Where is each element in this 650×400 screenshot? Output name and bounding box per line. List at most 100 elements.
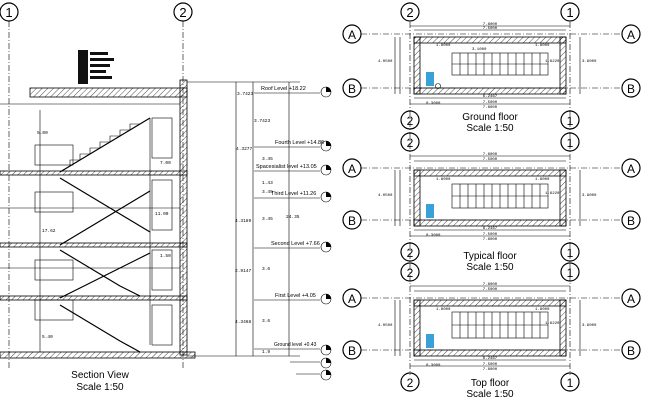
- svg-text:A: A: [627, 162, 635, 176]
- plan-bubble-A-right-2: A: [621, 158, 641, 178]
- section-scale: Scale 1:50: [76, 382, 124, 393]
- svg-text:1.6220: 1.6220: [545, 192, 560, 196]
- svg-text:1.9: 1.9: [262, 349, 270, 355]
- svg-text:24.35: 24.35: [286, 214, 300, 220]
- svg-text:B: B: [627, 344, 635, 358]
- svg-text:7.5000: 7.5000: [483, 158, 498, 162]
- svg-text:1: 1: [566, 5, 573, 20]
- svg-text:7.5000: 7.5000: [483, 233, 498, 237]
- level-ground: Ground level +0.43: [254, 342, 332, 381]
- plan-grid-bubble-top-right: 1: [560, 2, 580, 22]
- plan-bubble-A-right-1: A: [621, 24, 641, 44]
- svg-text:5.00: 5.00: [37, 130, 48, 136]
- plan-bubble-2-top-2: 2: [400, 132, 420, 152]
- svg-text:1: 1: [567, 376, 574, 390]
- plan-bubble-A-left-3: A: [342, 288, 362, 308]
- svg-text:1.8000: 1.8000: [535, 178, 550, 182]
- plan-bubble-1-bottom-2: 1: [560, 242, 580, 262]
- svg-text:3.9000: 3.9000: [582, 194, 597, 198]
- level-markers: Roof Level +18.22 Fourth Level +14.86 Sp…: [254, 86, 332, 381]
- plan-bubble-A-left-1: A: [342, 24, 362, 44]
- svg-text:1: 1: [567, 246, 574, 260]
- svg-text:7.5000: 7.5000: [483, 363, 498, 367]
- plan-bubble-A-left-2: A: [342, 158, 362, 178]
- section-dimension-chain: 3.7423 3.7423 4.3277 3.45 1.43 3.45 4.31…: [187, 81, 300, 357]
- svg-text:4.0500: 4.0500: [378, 194, 393, 198]
- section-openings: [34, 117, 173, 346]
- svg-text:7.5000: 7.5000: [483, 288, 498, 292]
- plan-typical-floor: 2 1 A A B B 7.8000 7.5000 1.800: [342, 132, 641, 273]
- plan-bubble-2-bottom-2: 2: [400, 242, 420, 262]
- svg-text:2.9147: 2.9147: [235, 268, 252, 274]
- svg-text:1.8000: 1.8000: [535, 308, 550, 312]
- svg-text:4.3189: 4.3189: [235, 218, 252, 224]
- svg-text:A: A: [627, 28, 635, 42]
- svg-text:3.7423: 3.7423: [237, 91, 254, 97]
- plan-title-typical: Typical floor: [463, 251, 517, 262]
- plan-title-top: Top floor: [471, 378, 510, 389]
- svg-text:3.45: 3.45: [262, 156, 273, 162]
- plan-elevator-marker-2: [426, 204, 434, 218]
- svg-text:B: B: [348, 82, 356, 96]
- plan-bubble-1-bottom-1: 1: [560, 110, 580, 130]
- svg-text:3.9000: 3.9000: [582, 60, 597, 64]
- svg-text:4.0500: 4.0500: [378, 324, 393, 328]
- svg-text:3.9000: 3.9000: [582, 324, 597, 328]
- svg-text:Spacesialist level +13.05: Spacesialist level +13.05: [256, 164, 317, 170]
- svg-text:Second Level +7.66: Second Level +7.66: [271, 241, 320, 247]
- svg-text:1.50: 1.50: [160, 253, 171, 259]
- level-third: Third Level +11.26: [254, 191, 332, 203]
- section-ground-slab: [0, 351, 196, 359]
- svg-text:Fourth Level +14.86: Fourth Level +14.86: [275, 140, 324, 146]
- svg-text:B: B: [627, 214, 635, 228]
- section-notes: 5.00 11.00 17.62 7.00 1.50 5.40: [37, 130, 171, 340]
- svg-text:Ground level +0.43: Ground level +0.43: [274, 342, 317, 348]
- svg-text:2: 2: [179, 5, 186, 20]
- plan-bubble-B-left-3: B: [342, 340, 362, 360]
- plan-bubble-B-left-2: B: [342, 210, 362, 230]
- svg-text:1: 1: [567, 136, 574, 150]
- svg-text:First Level +4.05: First Level +4.05: [275, 293, 316, 299]
- svg-text:11.00: 11.00: [155, 211, 169, 217]
- plan-elevator-marker-3: [426, 334, 434, 348]
- section-view: 1 2: [0, 2, 332, 393]
- svg-text:2: 2: [407, 376, 414, 390]
- svg-text:1: 1: [567, 266, 574, 280]
- svg-text:6.2467: 6.2467: [483, 227, 498, 231]
- level-specialist: Spacesialist level +13.05: [254, 164, 332, 176]
- svg-text:Roof Level +18.22: Roof Level +18.22: [261, 86, 306, 92]
- plan-stair-treads-1: [451, 52, 549, 76]
- section-grid-bubble-left: 1: [0, 2, 19, 22]
- section-title: Section View: [71, 370, 129, 381]
- level-first: First Level +4.05: [254, 293, 332, 305]
- svg-text:B: B: [348, 214, 356, 228]
- svg-text:17.62: 17.62: [42, 228, 56, 234]
- svg-text:3.6: 3.6: [262, 266, 270, 272]
- svg-text:4.3277: 4.3277: [236, 146, 253, 152]
- plan-scale-ground: Scale 1:50: [466, 123, 514, 134]
- roof-note-block: [78, 50, 114, 84]
- svg-text:1.8000: 1.8000: [436, 178, 451, 182]
- svg-text:1.6220: 1.6220: [545, 322, 560, 326]
- level-second: Second Level +7.66: [254, 241, 332, 253]
- level-fourth: Fourth Level +14.86: [254, 140, 332, 152]
- section-stair-flights: [39, 110, 151, 353]
- plan-top-floor: 2 1 A A B B 7.8000 7.5000 1.800: [342, 262, 641, 400]
- svg-text:7.8000: 7.8000: [483, 106, 498, 110]
- svg-text:3.1000: 3.1000: [472, 48, 487, 52]
- svg-text:1.8000: 1.8000: [436, 308, 451, 312]
- plan-bubble-1-bottom-3: 1: [560, 372, 580, 392]
- plan-bubble-B-right-1: B: [621, 78, 641, 98]
- svg-text:2: 2: [406, 5, 413, 20]
- svg-text:2: 2: [407, 136, 414, 150]
- svg-text:3.45: 3.45: [262, 216, 273, 222]
- svg-text:2: 2: [407, 114, 414, 128]
- plan-grid-bubble-top-left: 2: [400, 2, 420, 22]
- svg-text:2: 2: [407, 266, 414, 280]
- plan-bubble-1-top-3: 1: [560, 262, 580, 282]
- svg-text:A: A: [627, 292, 635, 306]
- svg-text:B: B: [627, 82, 635, 96]
- section-grid-bubble-right: 2: [173, 2, 193, 22]
- svg-text:7.5000: 7.5000: [483, 27, 498, 31]
- svg-text:1: 1: [5, 5, 12, 20]
